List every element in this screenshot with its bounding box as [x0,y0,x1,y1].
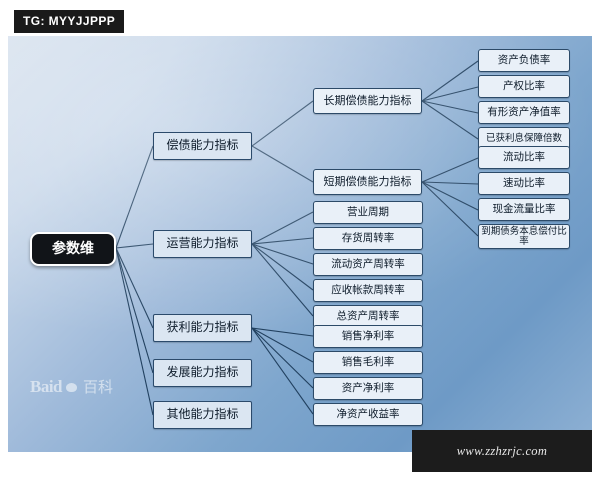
node-leaf-maturing-debt-repayment-ratio[interactable]: 到期债务本息偿付比率 [478,224,570,249]
baidu-watermark-latin: Baid [30,376,63,396]
node-leaf-operating-cycle[interactable]: 营业周期 [313,201,423,224]
connector-lines [115,60,479,416]
node-leaf-equity-ratio[interactable]: 产权比率 [478,75,570,98]
node-short-term-solvency[interactable]: 短期偿债能力指标 [313,169,422,195]
node-long-term-solvency[interactable]: 长期偿债能力指标 [313,88,422,114]
node-branch-other[interactable]: 其他能力指标 [153,401,252,429]
node-leaf-current-asset-turnover[interactable]: 流动资产周转率 [313,253,423,276]
node-branch-operation[interactable]: 运营能力指标 [153,230,252,258]
paw-icon [64,379,79,394]
watermark-url-text: www.zzhzrjc.com [456,443,548,458]
node-branch-growth[interactable]: 发展能力指标 [153,359,252,387]
node-leaf-cash-flow-ratio[interactable]: 现金流量比率 [478,198,570,221]
node-leaf-current-ratio[interactable]: 流动比率 [478,146,570,169]
watermark-url-plate: www.zzhzrjc.com [412,430,592,472]
baidu-watermark-cn: 百科 [83,378,114,396]
mindmap-canvas: Baid 百科 参数维 偿债能力指标 运营能力指标 获利能力指标 发展能力指标 … [8,36,592,452]
node-leaf-debt-asset-ratio[interactable]: 资产负债率 [478,49,570,72]
node-branch-solvency[interactable]: 偿债能力指标 [153,132,252,160]
node-root[interactable]: 参数维 [30,232,116,266]
node-leaf-return-on-equity[interactable]: 净资产收益率 [313,403,423,426]
tg-tag-label: TG: MYYJJPPP [14,10,125,33]
node-leaf-inventory-turnover[interactable]: 存货周转率 [313,227,423,250]
node-leaf-total-asset-turnover[interactable]: 总资产周转率 [313,305,423,328]
node-branch-profitability[interactable]: 获利能力指标 [153,314,252,342]
node-leaf-tangible-net-worth-ratio[interactable]: 有形资产净值率 [478,101,570,124]
baidu-watermark: Baid 百科 [30,376,113,397]
node-leaf-net-profit-margin[interactable]: 销售净利率 [313,325,423,348]
node-leaf-return-on-assets[interactable]: 资产净利率 [313,377,423,400]
node-leaf-quick-ratio[interactable]: 速动比率 [478,172,570,195]
node-leaf-receivables-turnover[interactable]: 应收帐款周转率 [313,279,423,302]
node-leaf-gross-profit-margin[interactable]: 销售毛利率 [313,351,423,374]
